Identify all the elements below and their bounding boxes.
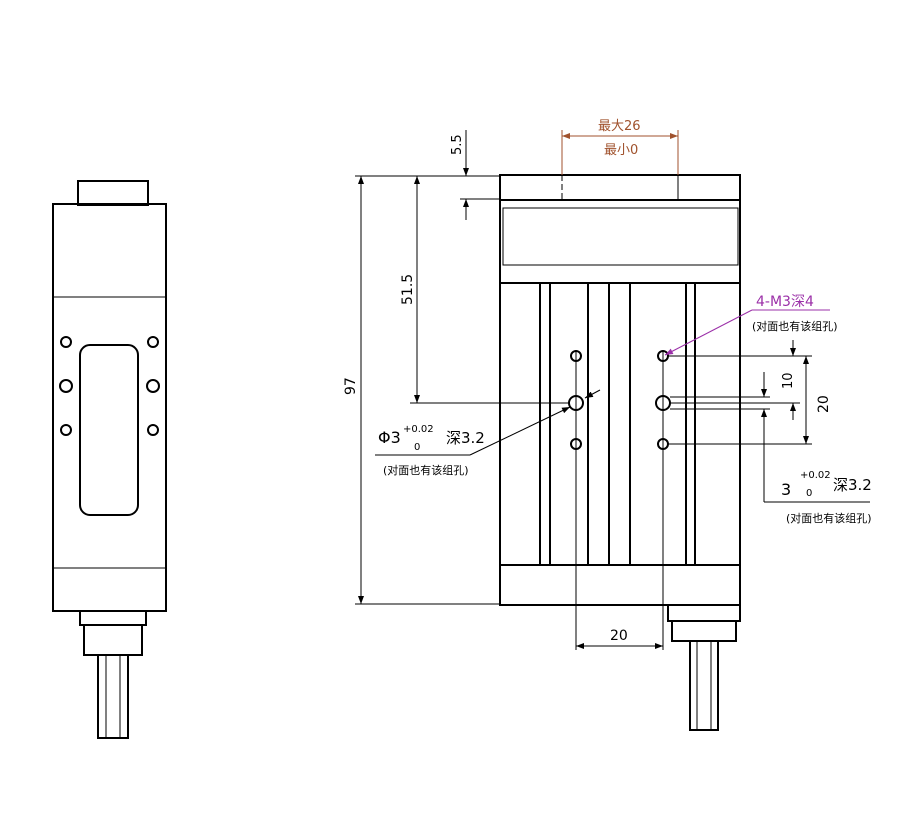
pin-hole-left: Φ3 bbox=[378, 428, 401, 447]
tap-hole-label: 4-M3深4 bbox=[756, 294, 814, 310]
tol-lower-right: 0 bbox=[806, 488, 812, 499]
side-view bbox=[52, 180, 167, 739]
tol-lower-left: 0 bbox=[414, 442, 420, 453]
depth-right: 深3.2 bbox=[833, 476, 872, 494]
dim-height-to-hole: 51.5 bbox=[400, 274, 416, 305]
pin-hole-right: 3 bbox=[781, 480, 791, 499]
tap-note: (对面也有该组孔) bbox=[752, 319, 838, 333]
depth-left: 深3.2 bbox=[446, 429, 485, 447]
tol-upper-right: +0.02 bbox=[800, 470, 831, 481]
stroke-min-label: 最小0 bbox=[604, 143, 638, 158]
note-right: (对面也有该组孔) bbox=[786, 511, 872, 525]
dim-hole-pitch-large: 20 bbox=[816, 395, 832, 413]
front-view bbox=[499, 174, 741, 731]
tol-upper-left: +0.02 bbox=[403, 424, 434, 435]
dimensions: 97 51.5 5.5 最大26 最小0 4-M3深4 (对面也有该组孔) 20… bbox=[343, 119, 872, 649]
side-holes bbox=[59, 336, 160, 436]
note-left: (对面也有该组孔) bbox=[383, 463, 469, 477]
dim-total-height: 97 bbox=[343, 377, 359, 395]
dim-hole-spacing-horizontal: 20 bbox=[610, 628, 628, 644]
stroke-max-label: 最大26 bbox=[598, 119, 641, 134]
dim-hole-pitch-small: 10 bbox=[781, 372, 796, 389]
front-holes bbox=[568, 350, 671, 450]
dim-top-offset: 5.5 bbox=[450, 134, 465, 155]
